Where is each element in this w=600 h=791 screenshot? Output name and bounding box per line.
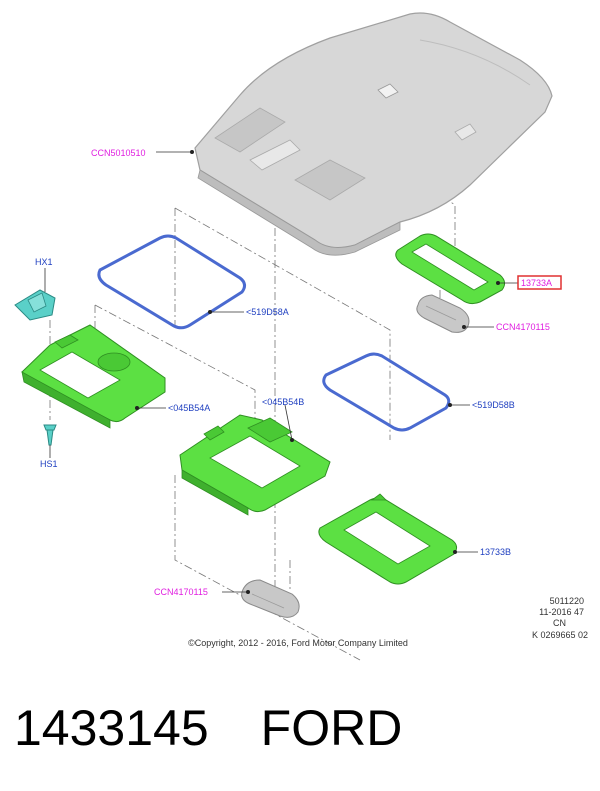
label-seal-right: <519D58B	[472, 400, 515, 410]
label-console-left: <045B54A	[168, 403, 210, 413]
label-bezel-top-right: 13733A	[521, 278, 552, 288]
label-lamp-top: CCN4170115	[496, 322, 550, 332]
brand-name: FORD	[260, 700, 403, 756]
highlight-box	[517, 275, 562, 290]
screw	[43, 424, 57, 446]
label-console-center: <045B54B	[262, 397, 304, 407]
label-headliner: CCN5010510	[91, 148, 146, 158]
bezel-bottom-right	[318, 493, 458, 585]
lamp-bottom	[241, 579, 300, 618]
seal-left	[97, 234, 247, 330]
label-lamp-bottom: CCN4170115	[154, 587, 208, 597]
info-line-1: 5011220	[550, 596, 584, 606]
info-line-3: CN	[553, 618, 566, 628]
seal-right	[322, 352, 451, 432]
part-number: 1433145	[14, 700, 209, 756]
leader-dots	[135, 150, 500, 594]
label-bracket: HX1	[35, 257, 53, 267]
console-left	[21, 324, 166, 429]
label-screw: HS1	[40, 459, 58, 469]
label-seal-left: <519D58A	[246, 307, 289, 317]
headliner	[194, 12, 553, 256]
bezel-top-right	[395, 233, 506, 305]
bracket	[14, 289, 56, 321]
lamp-top	[416, 294, 470, 333]
info-line-2: 11-2016 47	[539, 607, 584, 617]
copyright: ©Copyright, 2012 - 2016, Ford Motor Comp…	[188, 638, 408, 648]
label-bezel-bottom-right: 13733B	[480, 547, 511, 557]
leader-lines	[44, 151, 518, 593]
footer: 1433145 FORD	[14, 693, 402, 763]
info-line-4: K 0269665 02	[532, 630, 588, 640]
console-center	[179, 414, 331, 516]
